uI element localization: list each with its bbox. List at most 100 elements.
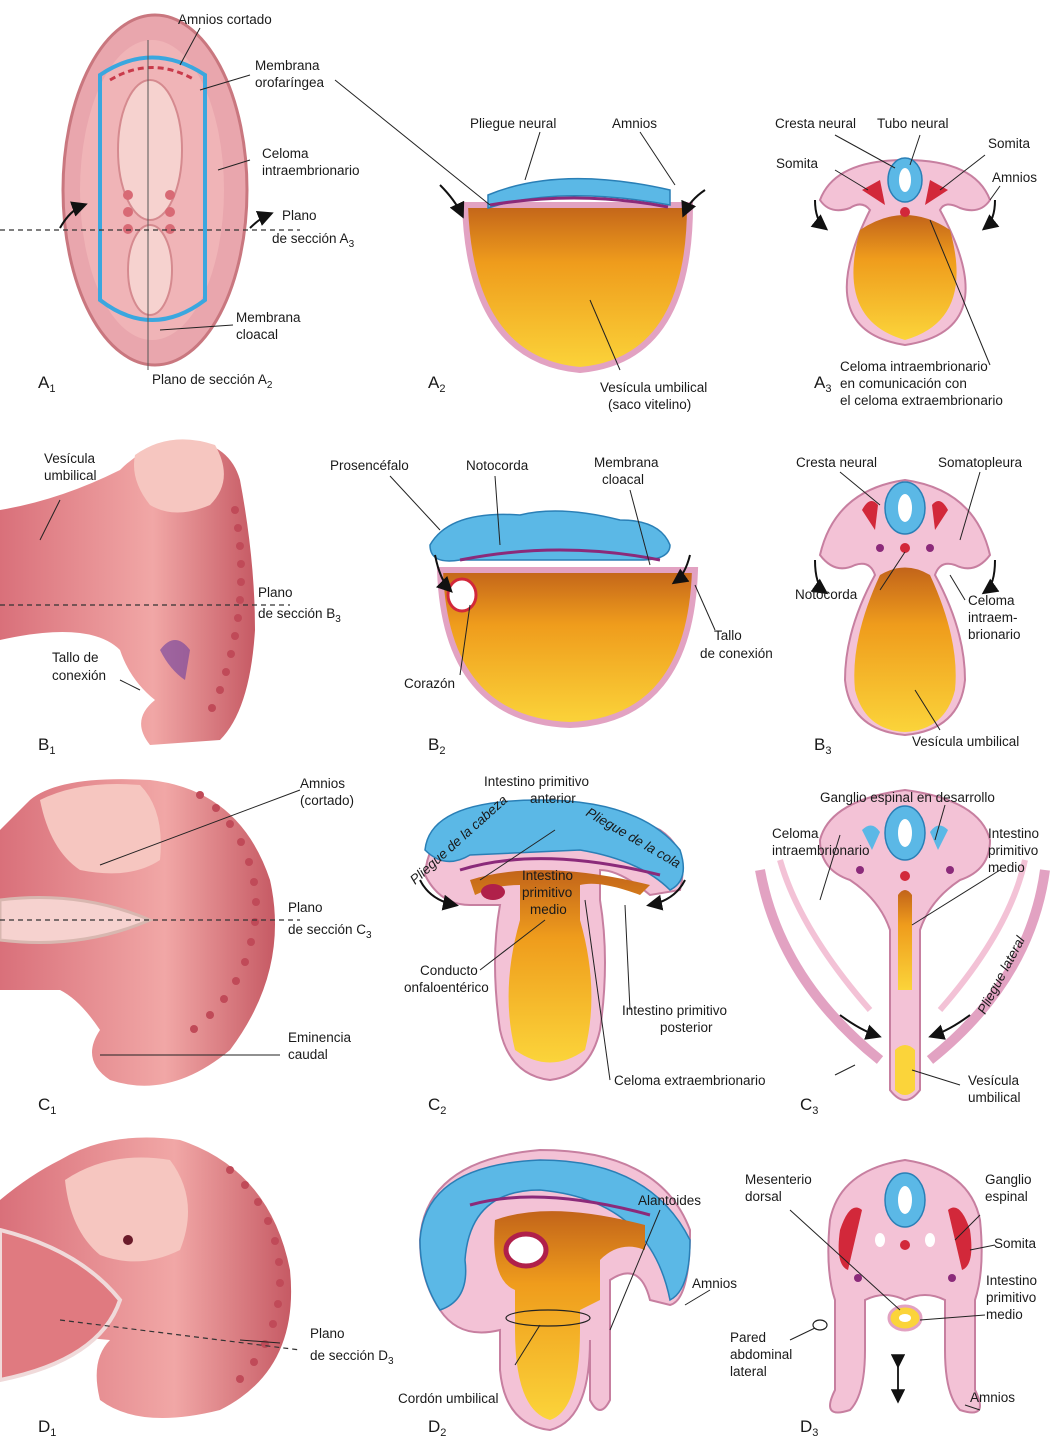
label-d3-pared2: abdominal — [730, 1347, 792, 1362]
panel-b1 — [0, 439, 290, 745]
label-a1-membrana: Membrana — [255, 58, 320, 73]
label-d3-int2: primitivo — [986, 1290, 1036, 1305]
label-a2-amnios: Amnios — [612, 116, 657, 131]
label-c2-int-medio2: primitivo — [522, 885, 572, 900]
label-a1-plano-a2: Plano de sección A2 — [152, 372, 273, 391]
label-c3-ganglio: Ganglio espinal en desarrollo — [820, 790, 995, 805]
label-a3-celoma3: el celoma extraembrionario — [840, 393, 1003, 408]
label-b1-vesicula: Vesícula — [44, 451, 96, 466]
panel-letter-d1: D1 — [38, 1417, 56, 1439]
panel-c1 — [0, 779, 300, 1086]
label-b2-notocorda: Notocorda — [466, 458, 529, 473]
label-a3-celoma2: en comunicación con — [840, 376, 967, 391]
label-c1-cortado: (cortado) — [300, 793, 354, 808]
panel-letter-b2: B2 — [428, 735, 445, 757]
label-b3-intraem: intraem- — [968, 610, 1018, 625]
label-b2-prosencefalo: Prosencéfalo — [330, 458, 409, 473]
label-a3-amnios: Amnios — [992, 170, 1037, 185]
label-d3-espinal: espinal — [985, 1189, 1028, 1204]
label-b3-brionario: brionario — [968, 627, 1021, 642]
panel-a2 — [440, 179, 705, 370]
label-b1-conexion: conexión — [52, 668, 106, 683]
panel-letter-b1: B1 — [38, 735, 55, 757]
label-d3-dorsal: dorsal — [745, 1189, 782, 1204]
label-b1-tallo: Tallo de — [52, 650, 99, 665]
panel-letter-d2: D2 — [428, 1417, 446, 1439]
label-c2-int-ant1: Intestino primitivo — [484, 774, 589, 789]
label-a3-celoma1: Celoma intraembrionario — [840, 359, 988, 374]
label-a3-cresta: Cresta neural — [775, 116, 856, 131]
label-c3-pliegue-lateral: Pliegue lateral — [974, 933, 1028, 1016]
label-b2-corazon: Corazón — [404, 676, 455, 691]
label-c1-amnios: Amnios — [300, 776, 345, 791]
panel-letter-d3: D3 — [800, 1417, 818, 1439]
panel-letter-c2: C2 — [428, 1095, 446, 1117]
label-c3-celoma1: Celoma — [772, 826, 819, 841]
label-d3-int3: medio — [986, 1307, 1023, 1322]
label-a1-cloacal: cloacal — [236, 327, 278, 342]
panel-d1 — [0, 1138, 300, 1419]
label-b2-membrana: Membrana — [594, 455, 659, 470]
label-c2-int-medio1: Intestino — [522, 868, 573, 883]
label-b1-plano: Plano — [258, 585, 293, 600]
label-b3-somatopleura: Somatopleura — [938, 455, 1023, 470]
label-b1-umbilical: umbilical — [44, 468, 97, 483]
panel-letter-a2: A2 — [428, 373, 445, 395]
label-d3-ganglio: Ganglio — [985, 1172, 1032, 1187]
label-c2-int-medio3: medio — [530, 902, 567, 917]
label-a3-somita-r: Somita — [988, 136, 1031, 151]
label-c3-vesicula: Vesícula — [968, 1073, 1020, 1088]
label-c2-conducto1: Conducto — [420, 963, 478, 978]
label-d3-mesenterio: Mesenterio — [745, 1172, 812, 1187]
label-a2-saco: (saco vitelino) — [608, 397, 691, 412]
panel-letter-c1: C1 — [38, 1095, 56, 1117]
label-a1-orofaringea: orofaríngea — [255, 75, 325, 90]
label-a1-de-seccion: de sección A3 — [272, 231, 355, 250]
label-a1-intraembrionario: intraembrionario — [262, 163, 360, 178]
panel-d3 — [813, 1160, 982, 1413]
panel-d2 — [420, 1150, 690, 1430]
label-c2-celoma-extra: Celoma extraembrionario — [614, 1073, 766, 1088]
label-b2-de-conexion: de conexión — [700, 646, 773, 661]
label-c2-conducto2: onfaloentérico — [404, 980, 489, 995]
label-d2-amnios: Amnios — [692, 1276, 737, 1291]
label-c3-int2: primitivo — [988, 843, 1038, 858]
label-d2-cordon: Cordón umbilical — [398, 1391, 499, 1406]
label-c3-umbilical: umbilical — [968, 1090, 1021, 1105]
label-a1-amnios-cortado: Amnios cortado — [178, 12, 272, 27]
label-a1-membrana2: Membrana — [236, 310, 301, 325]
label-b3-cresta: Cresta neural — [796, 455, 877, 470]
label-d3-pared3: lateral — [730, 1364, 767, 1379]
label-c3-celoma2: intraembrionario — [772, 843, 870, 858]
label-c2-int-ant2: anterior — [530, 791, 576, 806]
label-a3-tubo: Tubo neural — [877, 116, 949, 131]
panel-letter-a1: A1 — [38, 373, 55, 395]
label-d3-pared1: Pared — [730, 1330, 766, 1345]
panel-letter-b3: B3 — [814, 735, 831, 757]
label-b3-notocorda: Notocorda — [795, 587, 858, 602]
label-d3-int1: Intestino — [986, 1273, 1037, 1288]
label-b3-vesicula: Vesícula umbilical — [912, 734, 1019, 749]
label-a1-celoma: Celoma — [262, 146, 309, 161]
label-d1-plano: Plano — [310, 1326, 345, 1341]
label-c3-int1: Intestino — [988, 826, 1039, 841]
label-c2-int-post2: posterior — [660, 1020, 713, 1035]
label-c1-plano: Plano — [288, 900, 323, 915]
label-a3-somita-l: Somita — [776, 156, 819, 171]
panel-a3 — [815, 158, 995, 345]
panel-letter-c3: C3 — [800, 1095, 818, 1117]
label-c2-int-post1: Intestino primitivo — [622, 1003, 727, 1018]
label-a2-vesicula: Vesícula umbilical — [600, 380, 707, 395]
label-c1-caudal: caudal — [288, 1047, 328, 1062]
label-a2-pliegue-neural: Pliegue neural — [470, 116, 556, 131]
label-c3-int3: medio — [988, 860, 1025, 875]
label-d2-alantoides: Alantoides — [638, 1193, 701, 1208]
label-d1-de-seccion: de sección D3 — [310, 1348, 394, 1367]
label-c1-eminencia: Eminencia — [288, 1030, 352, 1045]
label-d3-somita: Somita — [994, 1236, 1037, 1251]
panel-b2 — [430, 511, 695, 725]
label-b2-tallo: Tallo — [714, 628, 742, 643]
label-c1-de-seccion: de sección C3 — [288, 922, 372, 941]
label-b3-celoma: Celoma — [968, 593, 1015, 608]
